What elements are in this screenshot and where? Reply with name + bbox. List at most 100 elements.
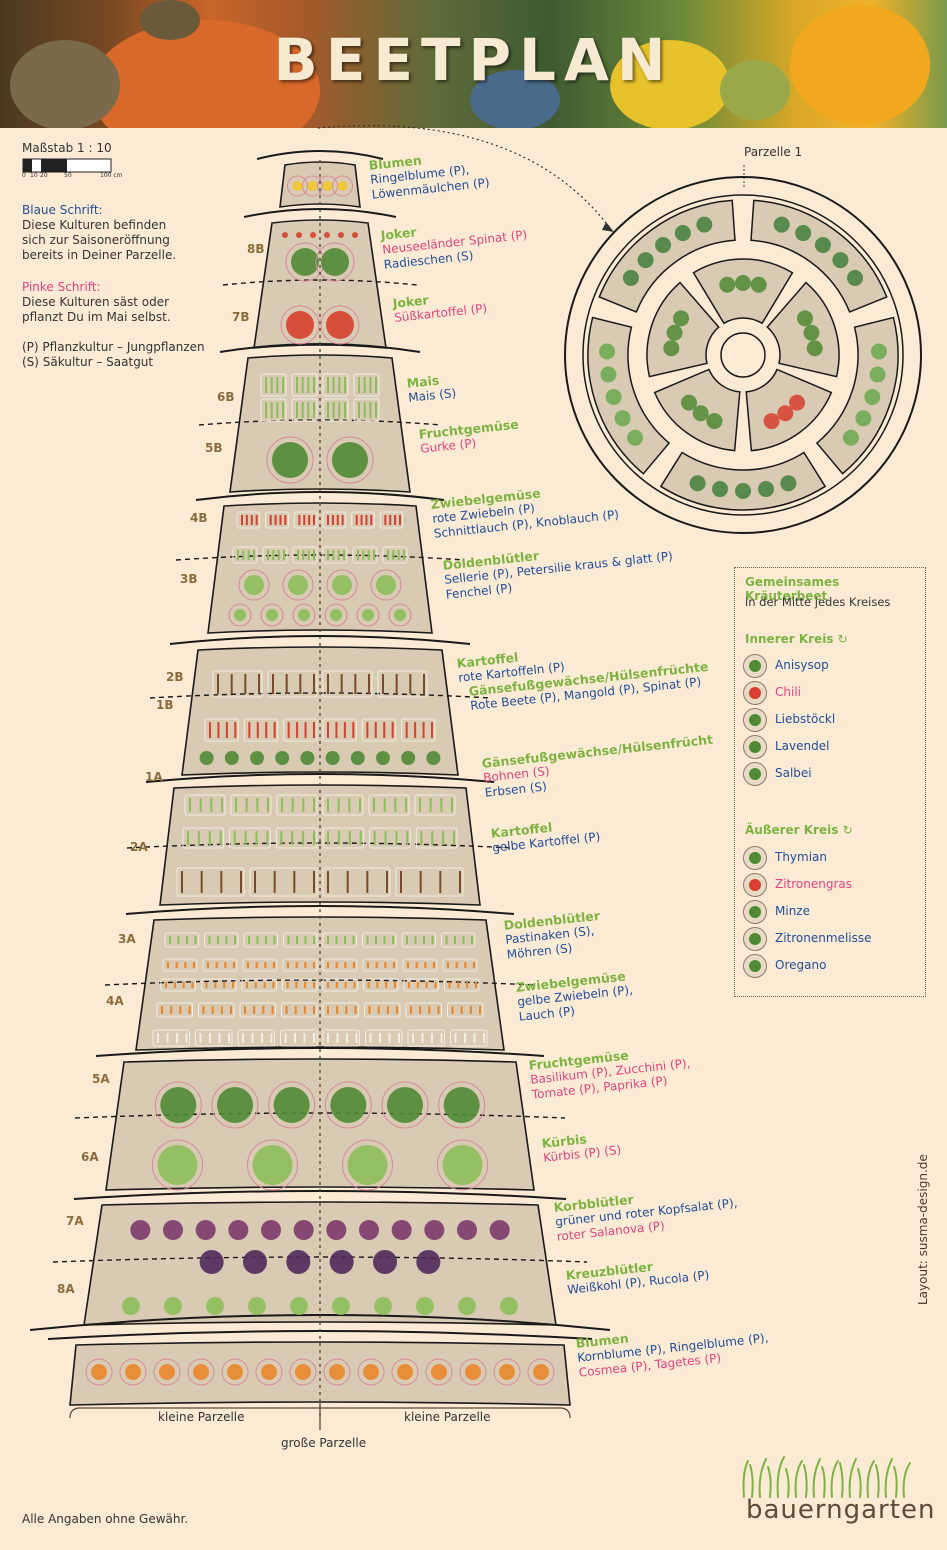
plant-ring bbox=[282, 569, 314, 601]
legend-label: Chili bbox=[775, 685, 801, 699]
plant bbox=[489, 1220, 510, 1240]
plant-box bbox=[401, 932, 436, 948]
note-key-s: (S) Säkultur – Saatgut bbox=[22, 355, 154, 369]
bed-id: 8A bbox=[57, 1282, 75, 1296]
plant-ring bbox=[342, 1139, 393, 1191]
plant-box bbox=[322, 373, 349, 397]
plant bbox=[193, 1364, 209, 1380]
plant-box bbox=[382, 546, 408, 564]
bed-plants bbox=[85, 175, 555, 1386]
plant-box bbox=[362, 958, 398, 972]
herb-plant bbox=[666, 324, 683, 341]
herb-plant bbox=[814, 236, 831, 253]
bed-split-line bbox=[222, 279, 418, 286]
herb-plant bbox=[735, 275, 751, 291]
header-photo bbox=[0, 0, 947, 128]
plant-box bbox=[283, 932, 318, 948]
plant-box bbox=[164, 932, 199, 948]
plant bbox=[426, 751, 441, 765]
plant-box bbox=[162, 958, 198, 972]
herb-plant bbox=[777, 405, 794, 422]
plant-box bbox=[204, 932, 239, 948]
bed-split-line bbox=[126, 842, 514, 849]
bed-section bbox=[229, 354, 411, 493]
plant-box bbox=[322, 1029, 360, 1047]
plant-ring bbox=[266, 436, 314, 484]
plant bbox=[224, 751, 239, 765]
grass-icon bbox=[742, 1456, 911, 1498]
herb-plant bbox=[689, 475, 706, 492]
plant bbox=[431, 1364, 447, 1380]
plant bbox=[292, 181, 303, 191]
plant bbox=[286, 311, 314, 339]
plant-ring bbox=[187, 1358, 215, 1386]
herb-plant bbox=[605, 389, 622, 406]
bed-divider-arc bbox=[145, 773, 495, 783]
plant bbox=[310, 232, 316, 238]
plant bbox=[416, 1297, 434, 1315]
plant-box bbox=[353, 398, 380, 422]
plant bbox=[288, 575, 308, 595]
plant-box bbox=[239, 1002, 276, 1018]
herb-plant bbox=[796, 310, 813, 327]
circle-segment bbox=[646, 281, 720, 378]
plant-box bbox=[369, 827, 411, 849]
legend-label: Salbei bbox=[775, 766, 812, 780]
legend-item: Oregano bbox=[743, 954, 923, 978]
bed-id: 2B bbox=[166, 670, 184, 684]
herb-plant bbox=[719, 276, 736, 293]
plant-box bbox=[236, 511, 261, 529]
plant-box bbox=[292, 546, 318, 564]
plant bbox=[291, 248, 319, 276]
plant-ring bbox=[315, 242, 355, 282]
plant bbox=[350, 751, 365, 765]
plant-box bbox=[198, 1002, 235, 1018]
legend-outer-title: Äußerer Kreis ↻ bbox=[745, 823, 853, 837]
plant-box bbox=[362, 932, 397, 948]
plant bbox=[416, 1250, 441, 1274]
plant bbox=[442, 1145, 483, 1185]
herb-plant bbox=[655, 236, 672, 253]
legend-item: Thymian bbox=[743, 846, 923, 870]
plant-box bbox=[352, 546, 378, 564]
bauerngarten-logo: bauerngarten bbox=[738, 1453, 934, 1533]
plant-ring bbox=[425, 1358, 453, 1386]
herb-icon bbox=[743, 762, 767, 786]
plant-box bbox=[282, 978, 318, 992]
legend-subtitle: in der Mitte jedes Kreises bbox=[745, 595, 891, 609]
bed-id: 2A bbox=[130, 840, 148, 854]
herb-plant bbox=[673, 310, 690, 327]
plant-box bbox=[237, 1029, 275, 1047]
plant bbox=[394, 609, 406, 621]
plant-box bbox=[351, 511, 375, 529]
plant-box bbox=[322, 932, 357, 948]
bed-split-line bbox=[52, 1256, 588, 1263]
herb-plant bbox=[599, 343, 616, 360]
herb-plant bbox=[864, 389, 881, 406]
legend-item: Zitronengras bbox=[743, 873, 923, 897]
plant-box bbox=[447, 1002, 484, 1018]
plant bbox=[272, 442, 308, 478]
parcel-circle bbox=[564, 176, 922, 534]
plant-box bbox=[260, 398, 287, 422]
bed-id: 1A bbox=[145, 770, 163, 784]
note-pink-text: Diese Kulturen säst oder pflanzt Du im M… bbox=[22, 295, 171, 324]
herb-icon bbox=[743, 954, 767, 978]
small-parcel-left: kleine Parzelle bbox=[158, 1410, 245, 1424]
bed-divider-arc bbox=[256, 150, 384, 160]
bed-id: 4B bbox=[190, 511, 208, 525]
plant bbox=[337, 181, 348, 191]
plant-ring bbox=[280, 305, 320, 345]
plant bbox=[296, 232, 302, 238]
plant bbox=[164, 1297, 182, 1315]
plant-box bbox=[182, 827, 225, 849]
plant bbox=[91, 1364, 107, 1380]
legend-label: Thymian bbox=[775, 850, 828, 864]
plant-box bbox=[405, 1002, 442, 1018]
plant bbox=[322, 181, 333, 191]
plant bbox=[160, 1087, 197, 1123]
plant-ring bbox=[324, 1081, 372, 1129]
herb-plant bbox=[696, 216, 713, 233]
note-pink-title: Pinke Schrift: bbox=[22, 280, 101, 294]
